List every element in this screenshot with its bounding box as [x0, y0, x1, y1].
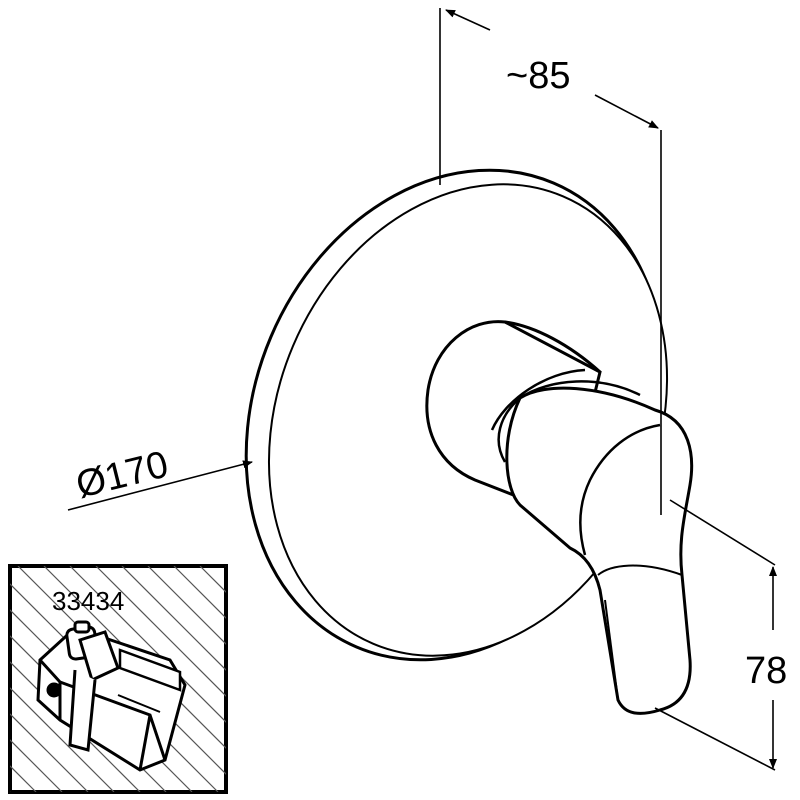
depth-dimension-label: ~85: [506, 55, 570, 97]
dimension-depth: [439, 8, 662, 515]
hatch-line: [173, 566, 226, 619]
extension-line-bottom: [654, 707, 776, 771]
dimension-line-depth-a: [445, 9, 491, 31]
dimension-line-diameter: [67, 460, 253, 511]
diameter-dimension-label: Ø170: [72, 443, 172, 506]
dimension-diameter: [67, 460, 253, 511]
height-dimension-label: 78: [745, 650, 787, 692]
hatch-line: [95, 566, 226, 697]
hatch-line: [10, 661, 141, 792]
hatch-line: [147, 566, 226, 645]
hatch-line: [10, 713, 89, 792]
dimension-line-depth-b: [594, 94, 659, 129]
rough-in-inset: 33434: [8, 564, 228, 794]
extension-line-top: [669, 499, 776, 566]
hatch-line: [10, 687, 115, 792]
hatch-line: [121, 566, 226, 671]
hatch-line: [10, 739, 63, 792]
dimension-height: [654, 499, 777, 771]
inset-part-number: 33434: [52, 586, 124, 616]
lever-handle: [505, 386, 694, 715]
rough-in-valve-icon: [36, 620, 187, 772]
